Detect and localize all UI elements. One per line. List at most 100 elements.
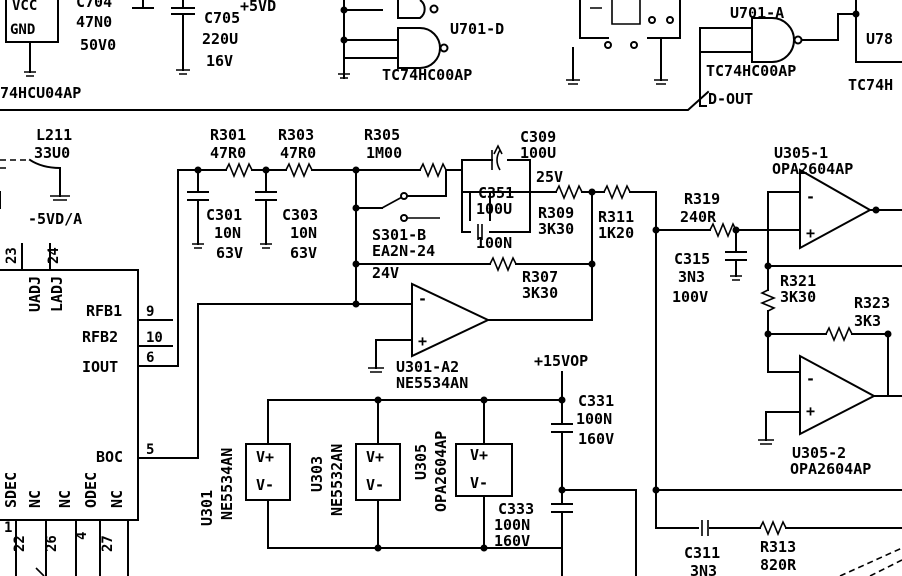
s301b-part: EA2N-24: [372, 242, 435, 260]
s301b-voltage: 24V: [372, 264, 399, 282]
boc-pin: 5: [146, 442, 154, 458]
tc74hc00-label-1: TC74HC00AP: [382, 66, 472, 84]
s301b-label: S301-B: [372, 226, 426, 244]
vcc-label: VCC: [12, 0, 37, 14]
gnd-label: GND: [10, 22, 35, 38]
c315-label: C315: [674, 250, 710, 268]
u301-part: NE5534AN: [218, 448, 236, 520]
ladj-label: LADJ: [48, 276, 66, 312]
c301-label: C301: [206, 206, 242, 224]
r323-label: R323: [854, 294, 890, 312]
u3052-minus: -: [806, 370, 815, 388]
u301-label: U301: [198, 490, 216, 526]
c705-label: C705: [204, 9, 240, 27]
c704-value: 47N0: [76, 13, 112, 31]
pin27-label: 27: [100, 535, 116, 552]
u3051-minus: -: [806, 188, 815, 206]
r305-label: R305: [364, 126, 400, 144]
r319-value: 240R: [680, 208, 717, 226]
rfb2-label: RFB2: [82, 328, 118, 346]
r313-label: R313: [760, 538, 796, 556]
neg5vd-label: -5VD/A: [28, 210, 82, 228]
c303-value: 10N: [290, 224, 317, 242]
c331-value: 100N: [576, 410, 612, 428]
r301-value: 47R0: [210, 144, 246, 162]
u3052-plus: +: [806, 402, 815, 420]
c333-voltage: 160V: [494, 532, 530, 550]
r319-label: R319: [684, 190, 720, 208]
plus15vop-label: +15VOP: [534, 352, 588, 370]
u301a2-part: NE5534AN: [396, 374, 468, 392]
uadj-label: UADJ: [26, 276, 44, 312]
r313-value: 820R: [760, 556, 797, 574]
c303-label: C303: [282, 206, 318, 224]
c333-label: C333: [498, 500, 534, 518]
r323-value: 3K3: [854, 312, 881, 330]
u3052-label: U305-2: [792, 444, 846, 462]
l211-label: L211: [36, 126, 72, 144]
r303-value: 47R0: [280, 144, 316, 162]
u3052-part: OPA2604AP: [790, 460, 871, 478]
rfb1-label: RFB1: [86, 302, 122, 320]
u305-vplus: V+: [470, 446, 488, 464]
u301-vplus: V+: [256, 448, 274, 466]
c315-voltage: 100V: [672, 288, 708, 306]
c705-value: 220U: [202, 30, 238, 48]
l211-value: 33U0: [34, 144, 70, 162]
u303-label: U303: [308, 456, 326, 492]
c333-value: 100N: [494, 516, 530, 534]
u303-part: NE5532AN: [328, 444, 346, 516]
r321-value: 3K30: [780, 288, 816, 306]
r309-value: 3K30: [538, 220, 574, 238]
r311-value: 1K20: [598, 224, 634, 242]
u301a2-label: U301-A2: [396, 358, 459, 376]
nc2-label: NC: [56, 490, 74, 508]
c309-label: C309: [520, 128, 556, 146]
u78-label: U78: [866, 30, 893, 48]
r311-label: R311: [598, 208, 634, 226]
u301a2-minus: -: [418, 290, 427, 308]
boc-label: BOC: [96, 448, 123, 466]
u305-vminus: V-: [470, 474, 488, 492]
pin24-label: 24: [46, 247, 62, 264]
rfb2-pin: 10: [146, 330, 163, 346]
u303-power-box: [355, 443, 401, 501]
r303-label: R303: [278, 126, 314, 144]
nc1-label: NC: [26, 490, 44, 508]
c311-label: C311: [684, 544, 720, 562]
c301-value: 10N: [214, 224, 241, 242]
c704-voltage: 50V0: [80, 36, 116, 54]
u303-vminus: V-: [366, 476, 384, 494]
u701d-label: U701-D: [450, 20, 504, 38]
tc74hcu04-label: 74HCU04AP: [0, 84, 81, 102]
r301-label: R301: [210, 126, 246, 144]
c351-value: 100U: [476, 200, 512, 218]
r307-value: 3K30: [522, 284, 558, 302]
u301a2-plus: +: [418, 332, 427, 350]
c315-value: 3N3: [678, 268, 705, 286]
u3051-label: U305-1: [774, 144, 828, 162]
plus5vd-label: +5VD: [240, 0, 276, 15]
tc74hc00-label-2: TC74HC00AP: [706, 62, 796, 80]
tc74-label-cut: TC74H: [848, 76, 893, 94]
c705-voltage: 16V: [206, 52, 233, 70]
r307-label: R307: [522, 268, 558, 286]
rfb1-pin: 9: [146, 304, 154, 320]
iout-label: IOUT: [82, 358, 118, 376]
dac-section: L211 33U0 -5VD/A 23 24 UADJ LADJ RFB1 9 …: [0, 126, 357, 576]
odec-label: ODEC: [82, 472, 100, 508]
pin1-label: 1: [4, 520, 12, 536]
c301-voltage: 63V: [216, 244, 243, 262]
filter-network: R301 47R0 R303 47R0 R305 1M00 C301 10N 6…: [187, 126, 657, 321]
u305-part: OPA2604AP: [432, 431, 450, 512]
c331-voltage: 160V: [578, 430, 614, 448]
pin22-label: 22: [12, 535, 28, 552]
pin26-label: 26: [44, 535, 60, 552]
r321-label: R321: [780, 272, 816, 290]
dout-label: D-OUT: [708, 90, 753, 108]
u301a2-opamp: - + U301-A2 NE5534AN: [355, 282, 491, 392]
iout-pin: 6: [146, 350, 154, 366]
u303-vplus: V+: [366, 448, 384, 466]
u305-label: U305: [412, 444, 430, 480]
